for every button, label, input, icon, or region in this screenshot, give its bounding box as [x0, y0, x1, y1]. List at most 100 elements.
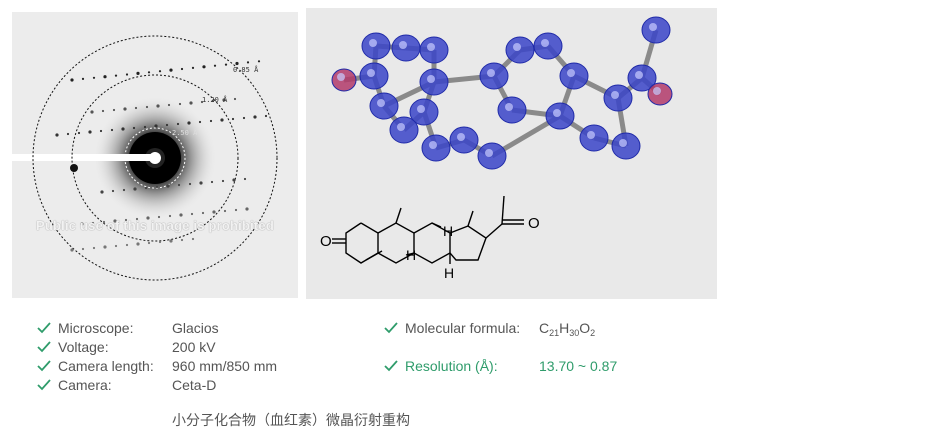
carbon-atom [369, 92, 399, 120]
diffraction-spot [147, 241, 151, 245]
atom-highlight [369, 39, 377, 47]
spec-value: 200 kV [172, 339, 216, 355]
formula-value: C21H30O2 [539, 319, 595, 339]
atom-label-h2: H [443, 223, 453, 239]
atom-highlight [397, 123, 405, 131]
carbon-atom [479, 62, 509, 90]
carbon-atom [361, 32, 391, 60]
carbon-atom [611, 132, 641, 160]
atom-highlight [337, 73, 345, 81]
diffraction-spot [202, 65, 206, 69]
oxygen-atom [331, 68, 357, 92]
atom-label-o-acetyl: O [528, 215, 540, 232]
oxygen-atom [647, 82, 673, 106]
carbon-atom [603, 84, 633, 112]
molecular-structure-image: O O H H H [306, 8, 717, 299]
diffraction-spot [125, 243, 129, 247]
diffraction-spot [257, 60, 261, 63]
diffraction-spot [212, 210, 216, 214]
diffraction-spot [235, 61, 239, 66]
diffraction-spot [222, 98, 226, 102]
atom-highlight [567, 69, 575, 77]
check-icon [37, 341, 51, 353]
diffraction-spot [121, 127, 125, 131]
diffraction-spot [211, 99, 215, 103]
ball-and-stick-model [331, 16, 673, 170]
diffraction-spots [55, 60, 268, 252]
diffraction-spot [242, 116, 246, 120]
diffraction-spot [134, 106, 138, 110]
diffraction-spot [191, 237, 195, 241]
atom-highlight [611, 91, 619, 99]
diffraction-spot [154, 124, 158, 128]
atom-label-o-ketone: O [320, 233, 332, 250]
diffraction-spot [77, 131, 81, 135]
diffraction-spot [111, 189, 115, 193]
diffraction-spot [146, 216, 150, 220]
atom-label-h1: H [406, 247, 416, 263]
diffraction-spot [232, 178, 236, 182]
diffraction-spot [144, 186, 148, 190]
spec-label: Molecular formula: [405, 320, 521, 336]
diffraction-spot [199, 181, 203, 185]
diffraction-spot [90, 110, 94, 114]
diffraction-spot [189, 101, 193, 105]
ring-label-middle: 1.20 Å [202, 96, 228, 104]
diffraction-spot [112, 108, 116, 112]
carbon-atom [477, 142, 507, 170]
diffraction-spot [231, 117, 235, 121]
diffraction-spot [103, 245, 107, 249]
diffraction-spot [210, 180, 214, 184]
diffraction-spot [155, 185, 159, 189]
diffraction-spot [122, 188, 126, 192]
diffraction-spot [81, 247, 85, 251]
spec-label: Resolution (Å): [405, 358, 498, 374]
diffraction-spot [246, 61, 250, 64]
ring-label-outer: 0.85 Å [233, 66, 259, 74]
diffraction-spot [243, 177, 247, 181]
diffraction-spot [157, 215, 161, 219]
diffraction-spot [233, 97, 237, 101]
carbon-atom [627, 64, 657, 92]
diffraction-spot [169, 239, 173, 243]
diffraction-spot [188, 182, 192, 186]
atom-highlight [505, 103, 513, 111]
check-icon [384, 360, 398, 372]
carbon-atom [545, 102, 575, 130]
formula-subscript: 21 [549, 328, 560, 338]
atom-label-h3: H [444, 265, 454, 281]
diffraction-spot [124, 218, 128, 222]
atom-highlight [541, 39, 549, 47]
diffraction-spot [178, 102, 182, 106]
carbon-atom [391, 34, 421, 62]
atom-highlight [399, 41, 407, 49]
diffraction-spot [132, 126, 136, 130]
diffraction-spot [158, 70, 162, 73]
formula-element: H [559, 320, 570, 336]
diffraction-spot [180, 67, 184, 71]
diffraction-spot [221, 179, 225, 183]
diffraction-spot [114, 244, 118, 248]
carbon-atom [409, 98, 439, 126]
diffraction-spot [253, 115, 257, 119]
diffraction-spot [125, 73, 129, 76]
atom-highlight [619, 139, 627, 147]
atom-highlight [377, 99, 385, 107]
skeletal-formula [332, 195, 524, 264]
diffraction-spot [177, 183, 181, 187]
diffraction-spot [101, 109, 105, 113]
atom-highlight [429, 141, 437, 149]
formula-element: O [579, 320, 591, 336]
check-icon [384, 322, 398, 334]
diffraction-spot [136, 242, 140, 246]
atom-highlight [427, 43, 435, 51]
atom-highlight [457, 133, 465, 141]
atom-highlight [513, 43, 521, 51]
diffraction-spot [213, 64, 217, 67]
carbon-atom [389, 116, 419, 144]
diffraction-spot [123, 107, 127, 111]
diffraction-spot [165, 123, 169, 127]
formula-subscript: 2 [590, 328, 596, 338]
diffraction-spot [70, 248, 74, 252]
diffraction-spot [92, 246, 96, 250]
